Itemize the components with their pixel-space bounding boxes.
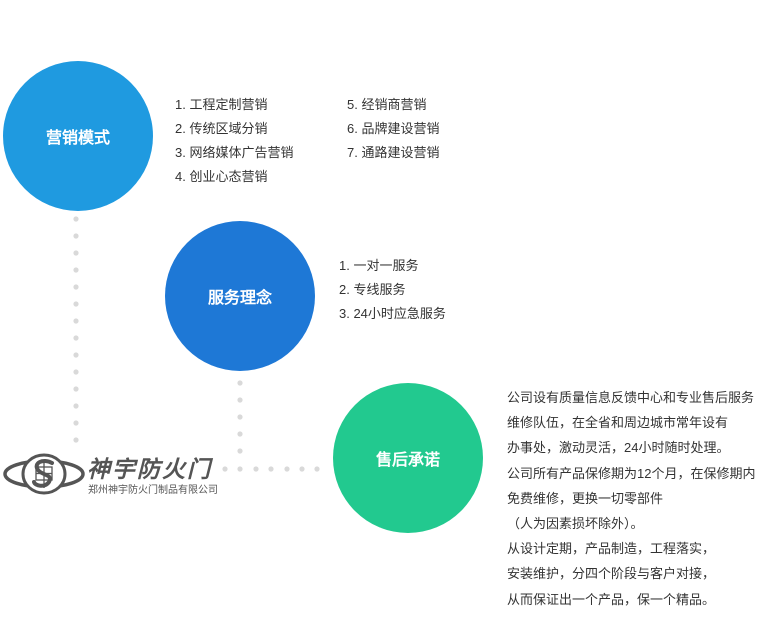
company-name: 郑州神宇防火门制品有限公司 — [88, 485, 218, 496]
marketing-list-left: 1. 工程定制营销 2. 传统区域分销 3. 网络媒体广告营销 4. 创业心态营… — [175, 93, 293, 189]
list-item: 3. 网络媒体广告营销 — [175, 145, 294, 160]
brand-name: 神宇防火门 — [87, 456, 212, 483]
list-item: 4. 创业心态营销 — [175, 169, 268, 184]
list-item: 5. 经销商营销 — [347, 97, 427, 112]
shenyu-emblem-icon — [3, 453, 85, 495]
description-line: （人为因素损坏除外）。 — [507, 516, 644, 532]
service-concept-title: 服务理念 — [207, 290, 272, 307]
after-sales-circle: 售后承诺 — [333, 383, 483, 533]
list-item: 1. 一对一服务 — [339, 258, 419, 273]
marketing-list-right: 5. 经销商营销 6. 品牌建设营销 7. 通路建设营销 — [347, 93, 439, 165]
service-list: 1. 一对一服务 2. 专线服务 3. 24小时应急服务 — [339, 254, 446, 326]
list-item: 2. 专线服务 — [339, 282, 406, 297]
after-sales-title: 售后承诺 — [375, 452, 440, 469]
description-line: 安装维护，分四个阶段与客户对接， — [507, 566, 716, 582]
description-line: 从而保证出一个产品，保一个精品。 — [507, 591, 716, 607]
description-line: 从设计定期，产品制造，工程落实， — [507, 541, 716, 557]
description-line: 维修队伍，在全省和周边城市常年设有 — [507, 415, 729, 431]
list-item: 2. 传统区域分销 — [175, 121, 268, 136]
list-item: 7. 通路建设营销 — [347, 145, 440, 160]
connector-dots — [73, 216, 320, 472]
marketing-mode-circle: 营销模式 — [3, 61, 153, 211]
description-line: 公司所有产品保修期为12个月，在保修期内 — [507, 465, 756, 481]
description-line: 办事处，激动灵活，24小时随时处理。 — [507, 440, 730, 456]
company-logo: 神宇防火门 郑州神宇防火门制品有限公司 — [3, 450, 218, 498]
description-line: 免费维修，更换一切零部件 — [507, 490, 664, 506]
list-item: 1. 工程定制营销 — [175, 97, 268, 112]
list-item: 3. 24小时应急服务 — [339, 306, 446, 321]
list-item: 6. 品牌建设营销 — [347, 121, 440, 136]
description-line: 公司设有质量信息反馈中心和专业售后服务 — [507, 390, 755, 405]
after-sales-description: 公司设有质量信息反馈中心和专业售后服务 维修队伍，在全省和周边城市常年设有 办事… — [507, 385, 774, 612]
marketing-mode-title: 营销模式 — [45, 130, 110, 147]
service-concept-circle: 服务理念 — [165, 221, 315, 371]
